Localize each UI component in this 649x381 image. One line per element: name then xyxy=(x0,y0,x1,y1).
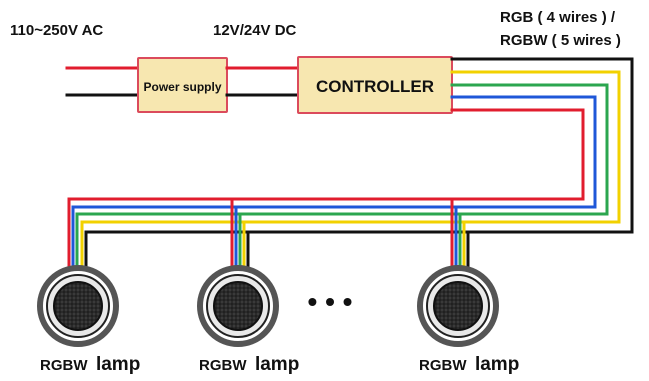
ac-input-label: 110~250V AC xyxy=(10,22,103,39)
controller-box: CONTROLLER xyxy=(297,56,453,114)
lamps xyxy=(37,265,499,347)
lamp-3-label: RGBW lamp xyxy=(419,354,519,375)
lamp-3-led-border xyxy=(433,281,483,331)
lamp-2-label-prefix: RGBW xyxy=(199,357,247,374)
rgb-wire-count-label-line1: RGB ( 4 wires ) / xyxy=(500,9,616,26)
lamp-2-led-border xyxy=(213,281,263,331)
controller-label: CONTROLLER xyxy=(316,77,434,96)
ac-input-wires xyxy=(65,66,140,97)
wire-green-output xyxy=(75,83,609,288)
wire-red-output xyxy=(67,108,585,288)
lamp-1-label-word: lamp xyxy=(96,354,140,375)
lamp-3-label-word: lamp xyxy=(475,354,519,375)
lamp-3-led-grid xyxy=(434,282,482,330)
lamp-2-label: RGBW lamp xyxy=(199,354,299,375)
lamp-1 xyxy=(37,265,119,347)
rgb-wire-count-label-line2: RGBW ( 5 wires ) xyxy=(500,32,621,49)
dc-input-label: 12V/24V DC xyxy=(213,22,297,39)
lamp-branch-wires xyxy=(230,197,470,288)
lamp-2 xyxy=(197,265,279,347)
power-supply-label: Power supply xyxy=(143,80,221,94)
wire-black-output xyxy=(84,57,634,288)
lamp-1-label: RGBW lamp xyxy=(40,354,140,375)
power-supply-rect xyxy=(137,57,228,113)
lamp-labels: RGBW lamp RGBW lamp RGBW lamp xyxy=(40,354,519,375)
wire-blue-output xyxy=(71,95,597,288)
lamp-3 xyxy=(417,265,499,347)
more-lamps-ellipsis: • • • xyxy=(308,286,353,317)
lamp-1-label-prefix: RGBW xyxy=(40,357,88,374)
lamp-1-led-grid xyxy=(54,282,102,330)
controller-output-wires xyxy=(67,57,634,288)
lamp-2-led-grid xyxy=(214,282,262,330)
lamp-2-label-word: lamp xyxy=(255,354,299,375)
dc-wires xyxy=(225,66,300,97)
lamp-3-label-prefix: RGBW xyxy=(419,357,467,374)
power-supply-box: Power supply xyxy=(137,57,228,113)
lamp-1-led-border xyxy=(53,281,103,331)
wire-yellow-output xyxy=(80,70,621,288)
